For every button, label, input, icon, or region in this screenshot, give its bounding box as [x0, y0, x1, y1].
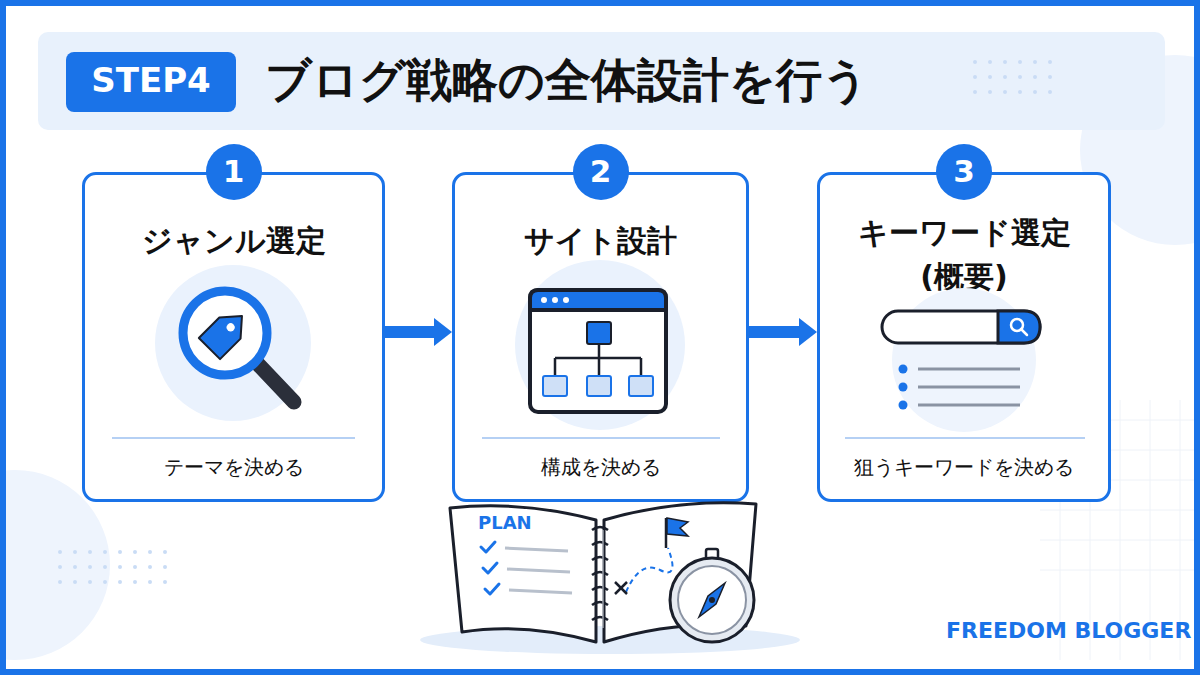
- sitemap-icon: [530, 290, 666, 412]
- callout-number: 3: [936, 153, 992, 190]
- magnifier-handle: [256, 362, 294, 402]
- flow-arrow: [385, 318, 452, 346]
- compass: [670, 549, 754, 642]
- card-divider: [845, 437, 1085, 439]
- step-number: 3: [936, 144, 992, 200]
- step-number: 1: [206, 144, 262, 200]
- step-card: サイト設計構成を決める2: [452, 172, 749, 502]
- card-heading: キーワード選定 (概要): [849, 211, 1079, 298]
- icon-backdrop: [892, 288, 1036, 432]
- card-description: 狙うキーワードを決める: [820, 455, 1108, 479]
- arrow-head: [799, 318, 817, 346]
- card-description: 構成を決める: [455, 455, 746, 479]
- flow-arrow: [749, 318, 817, 346]
- search-icon: [882, 311, 1040, 343]
- list-icon: [899, 365, 1021, 410]
- step-badge: STEP4: [66, 52, 236, 112]
- arrow-shaft: [385, 326, 436, 338]
- icon-backdrop: [515, 260, 685, 430]
- notebook: [450, 503, 756, 642]
- magnifier-lens: [183, 291, 267, 375]
- title-band: [38, 32, 1165, 130]
- badge-text: STEP4: [66, 60, 236, 101]
- page-frame: [3, 3, 1197, 672]
- card-divider: [482, 437, 720, 439]
- title: ブログ戦略の全体設計を行う: [265, 50, 869, 112]
- tag-icon: [199, 305, 253, 359]
- arrow-shaft: [749, 326, 801, 338]
- icon-backdrop: [155, 265, 311, 421]
- notebook-label: PLAN: [478, 512, 532, 533]
- card-divider: [112, 437, 355, 439]
- step-number: 2: [573, 144, 629, 200]
- step-card: キーワード選定 (概要)狙うキーワードを決める3: [817, 172, 1111, 502]
- step-card: ジャンル選定テーマを決める1: [82, 172, 385, 502]
- shadow: [420, 626, 800, 654]
- card-heading: サイト設計: [455, 223, 746, 259]
- callout-number: 1: [206, 153, 262, 190]
- card-heading: ジャンル選定: [85, 223, 382, 259]
- card-description: テーマを決める: [85, 455, 382, 479]
- brand-watermark: FREEDOM BLOGGER: [946, 618, 1191, 643]
- callout-number: 2: [573, 153, 629, 190]
- arrow-head: [434, 318, 452, 346]
